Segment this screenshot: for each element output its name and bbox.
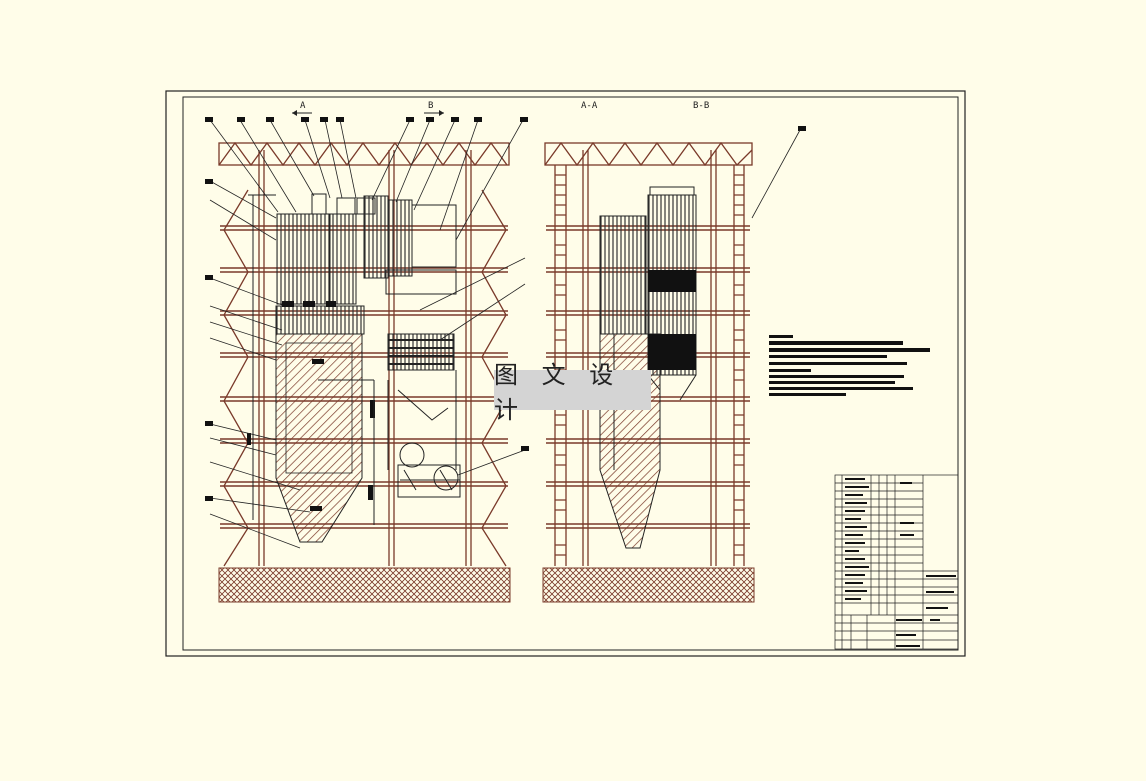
section-marker-b: B [424, 101, 444, 116]
foundation-left [218, 567, 511, 603]
convection-pass [363, 195, 461, 498]
title-block [834, 474, 959, 650]
title-block-fill [845, 478, 956, 647]
svg-text:A: A [300, 101, 306, 111]
section-title-b-b: B-B [693, 101, 709, 111]
outer-frame [165, 90, 966, 657]
callout-leaders [209, 119, 526, 549]
watermark-label: 图 文 设 计 [494, 361, 651, 424]
furnace [247, 193, 376, 543]
notes-block [769, 335, 930, 396]
section-title-a-a: A-A [581, 101, 598, 111]
callout-tags [205, 117, 806, 501]
svg-text:B: B [428, 101, 433, 111]
inner-frame [182, 96, 959, 651]
section-marker-a: A [292, 101, 312, 116]
foundation-right [542, 567, 755, 603]
